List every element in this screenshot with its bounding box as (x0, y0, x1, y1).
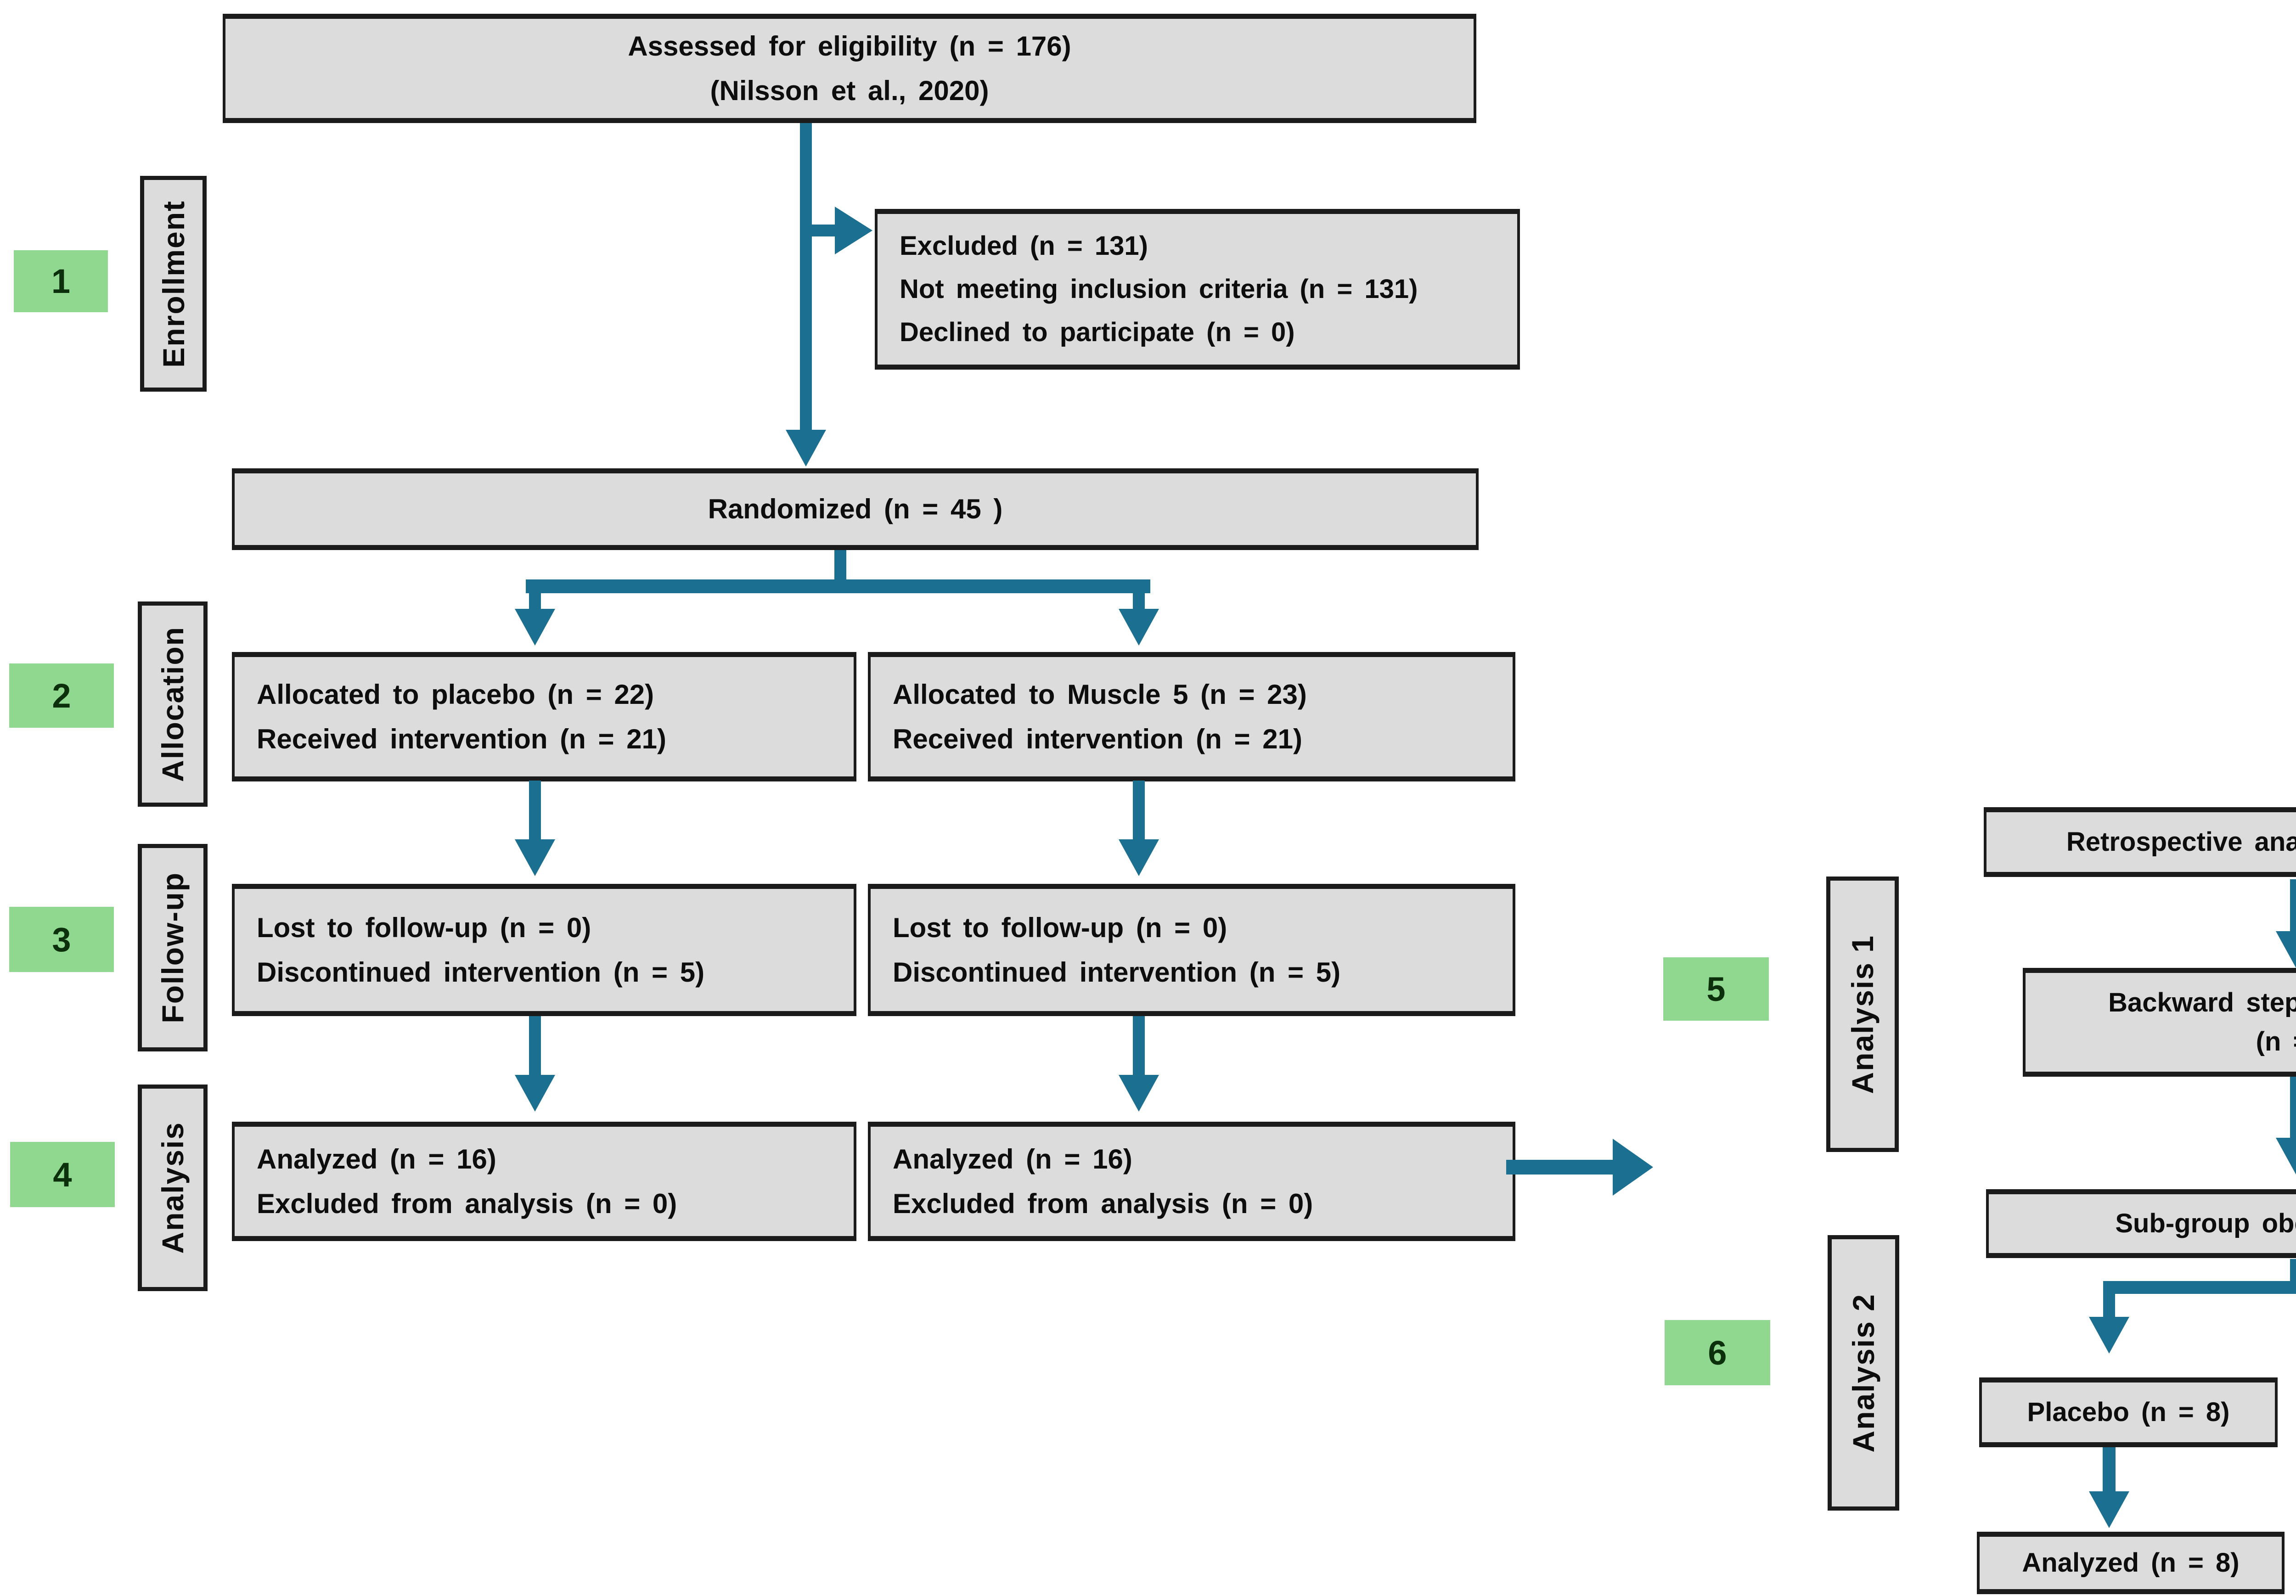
randomized-split-bar (526, 579, 1150, 593)
arrow-to-sub-placebo-shaft (2103, 1293, 2115, 1318)
retrospective-line: Retrospective analyses (current study) (2066, 827, 2296, 857)
randomized-split-stub (834, 550, 846, 582)
subgroup-obese-mets-box: Sub-group obese/MetS (n = 20) (1986, 1189, 2296, 1258)
backward-line-2: (n = 32) (2256, 1026, 2296, 1057)
analysis-muscle5-line-1: Analyzed (n = 16) (893, 1143, 1132, 1175)
stage-label-analysis-2-text: Analysis 2 (1846, 1293, 1880, 1453)
arrow-followup-to-analysis-placebo-head (515, 1075, 555, 1112)
arrow-followup-to-analysis-muscle5-head (1119, 1075, 1159, 1112)
stage-label-analysis-1-text: Analysis 1 (1846, 934, 1880, 1094)
allocated-placebo-line-1: Allocated to placebo (n = 22) (257, 679, 654, 710)
arrow-followup-to-analysis-muscle5-shaft (1133, 1016, 1145, 1076)
arrow-to-alloc-muscle5-shaft (1133, 592, 1145, 610)
backward-line-1: Backward stepwise regression (2108, 988, 2296, 1018)
arrow-retro-to-backward-head (2276, 931, 2296, 968)
allocated-placebo-box: Allocated to placebo (n = 22) Received i… (232, 652, 856, 781)
followup-muscle5-box: Lost to follow-up (n = 0) Discontinued i… (868, 884, 1515, 1016)
subgroup-placebo-line: Placebo (n = 8) (2027, 1397, 2230, 1427)
followup-placebo-line-2: Discontinued intervention (n = 5) (257, 957, 705, 988)
subgroup-placebo-box: Placebo (n = 8) (1979, 1377, 2278, 1447)
randomized-box: Randomized (n = 45 ) (232, 468, 1479, 550)
arrow-assessed-to-randomized-head (786, 430, 826, 466)
allocated-placebo-line-2: Received intervention (n = 21) (257, 724, 666, 754)
arrow-to-alloc-placebo-head (515, 609, 555, 646)
arrow-assessed-to-randomized-shaft (800, 123, 812, 430)
stage-label-followup: Follow-up (138, 844, 208, 1051)
backward-regression-box: Backward stepwise regression (n = 32) (2023, 968, 2296, 1077)
arrow-alloc-to-followup-placebo-shaft (529, 781, 541, 840)
step-3-tag: 3 (9, 907, 114, 972)
analysis-muscle5-box: Analyzed (n = 16) Excluded from analysis… (868, 1122, 1515, 1241)
retrospective-analyses-box: Retrospective analyses (current study) (1984, 807, 2296, 877)
excluded-line-3: Declined to participate (n = 0) (900, 317, 1295, 347)
step-4-tag: 4 (10, 1142, 115, 1207)
followup-muscle5-line-2: Discontinued intervention (n = 5) (893, 957, 1341, 988)
assessed-line-2: (Nilsson et al., 2020) (710, 75, 989, 106)
arrow-to-alloc-placebo-shaft (529, 592, 541, 610)
arrow-subplacebo-to-analyzed-shaft (2103, 1447, 2116, 1492)
followup-placebo-box: Lost to follow-up (n = 0) Discontinued i… (232, 884, 856, 1016)
excluded-line-1: Excluded (n = 131) (900, 231, 1148, 261)
subgroup-split-stub (2290, 1259, 2296, 1283)
allocated-muscle5-line-1: Allocated to Muscle 5 (n = 23) (893, 679, 1307, 710)
arrow-to-excluded-head (835, 207, 872, 254)
step-1-tag: 1 (14, 250, 108, 312)
excluded-box: Excluded (n = 131) Not meeting inclusion… (875, 209, 1520, 370)
arrow-alloc-to-followup-muscle5-shaft (1133, 781, 1145, 840)
stage-label-allocation-text: Allocation (156, 626, 190, 782)
stage-label-analysis-1: Analysis 1 (1826, 877, 1899, 1152)
analyzed-placebo-box: Analyzed (n = 8) (1977, 1532, 2285, 1594)
arrow-alloc-to-followup-muscle5-head (1119, 839, 1159, 876)
analysis-muscle5-line-2: Excluded from analysis (n = 0) (893, 1188, 1313, 1219)
arrow-to-excluded-shaft (812, 225, 836, 236)
followup-placebo-line-1: Lost to follow-up (n = 0) (257, 912, 591, 943)
arrow-backward-to-subgroup-shaft (2290, 1077, 2296, 1139)
followup-muscle5-line-1: Lost to follow-up (n = 0) (893, 912, 1227, 943)
analyzed-placebo-line: Analyzed (n = 8) (2022, 1548, 2240, 1578)
arrow-to-sub-placebo-head (2089, 1317, 2129, 1354)
stage-label-analysis-text: Analysis (156, 1122, 190, 1254)
step-6-tag: 6 (1665, 1320, 1770, 1385)
excluded-line-2: Not meeting inclusion criteria (n = 131) (900, 274, 1418, 304)
analysis-placebo-box: Analyzed (n = 16) Excluded from analysis… (232, 1122, 856, 1241)
analysis-placebo-line-1: Analyzed (n = 16) (257, 1143, 496, 1175)
step-5-tag: 5 (1663, 957, 1769, 1021)
step-2-tag: 2 (9, 663, 114, 728)
analysis-placebo-line-2: Excluded from analysis (n = 0) (257, 1188, 677, 1219)
stage-label-followup-text: Follow-up (156, 872, 190, 1023)
arrow-retro-to-backward-shaft (2290, 879, 2296, 932)
subgroup-split-bar (2103, 1281, 2296, 1294)
arrow-subplacebo-to-analyzed-head (2089, 1491, 2129, 1528)
arrow-left-to-right-diagram-shaft (1506, 1160, 1614, 1175)
assessed-line-1: Assessed for eligibility (n = 176) (628, 30, 1071, 62)
assessed-eligibility-box: Assessed for eligibility (n = 176) (Nils… (223, 14, 1476, 123)
subgroup-line: Sub-group obese/MetS (n = 20) (2115, 1208, 2296, 1239)
stage-label-enrollment: Enrollment (140, 176, 207, 392)
arrow-backward-to-subgroup-head (2276, 1138, 2296, 1175)
randomized-line: Randomized (n = 45 ) (708, 494, 1003, 525)
stage-label-allocation: Allocation (138, 601, 208, 807)
stage-label-enrollment-text: Enrollment (156, 200, 191, 368)
arrow-followup-to-analysis-placebo-shaft (529, 1016, 541, 1076)
stage-label-analysis: Analysis (138, 1085, 208, 1291)
arrow-alloc-to-followup-placebo-head (515, 839, 555, 876)
stage-label-analysis-2: Analysis 2 (1828, 1235, 1899, 1511)
arrow-to-alloc-muscle5-head (1119, 609, 1159, 646)
allocated-muscle5-line-2: Received intervention (n = 21) (893, 724, 1302, 754)
arrow-left-to-right-diagram-head (1613, 1139, 1653, 1196)
allocated-muscle5-box: Allocated to Muscle 5 (n = 23) Received … (868, 652, 1515, 781)
